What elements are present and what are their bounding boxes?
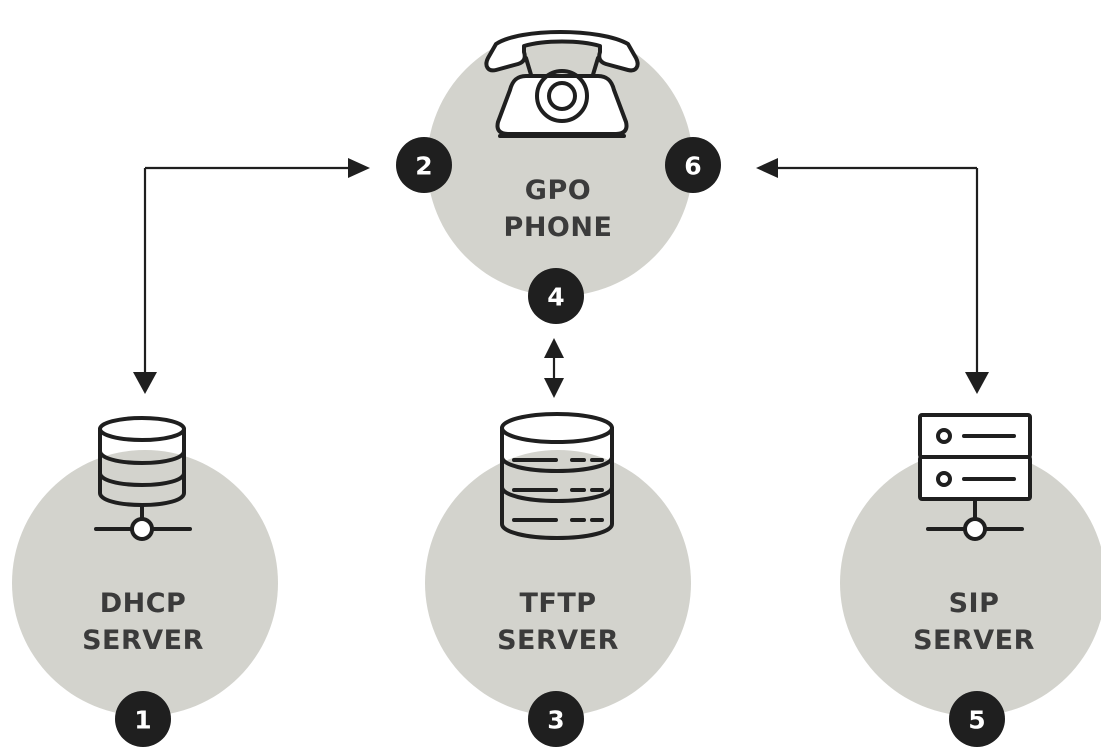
step-number-6: 6 (684, 152, 701, 181)
step-badge-1: 1 (115, 691, 171, 747)
step-number-3: 3 (547, 706, 564, 735)
tftp-label-line2: SERVER (497, 625, 619, 656)
dhcp-node-disc (12, 450, 278, 716)
database-stack-icon (500, 412, 614, 540)
step-badge-4: 4 (528, 268, 584, 324)
step-number-2: 2 (415, 152, 432, 181)
phone-label-line1: GPO (525, 175, 591, 206)
tftp-node-disc (425, 450, 691, 716)
sip-label-line2: SERVER (913, 625, 1035, 656)
connector-phone-sip (756, 158, 989, 394)
connector-phone-dhcp (133, 158, 370, 394)
sip-label-line1: SIP (949, 588, 1000, 619)
step-number-4: 4 (547, 283, 564, 312)
step-badge-5: 5 (949, 691, 1005, 747)
step-badge-2: 2 (396, 137, 452, 193)
network-database-icon (94, 416, 192, 541)
step-number-1: 1 (134, 706, 151, 735)
sip-node-disc (840, 450, 1101, 716)
rotary-telephone-icon (484, 30, 640, 138)
phone-label-line2: PHONE (504, 212, 613, 243)
step-number-5: 5 (968, 706, 985, 735)
dhcp-label-line1: DHCP (100, 588, 187, 619)
dhcp-label-line2: SERVER (82, 625, 204, 656)
step-badge-6: 6 (665, 137, 721, 193)
connector-phone-tftp (544, 338, 564, 398)
tftp-label-line1: TFTP (519, 588, 596, 619)
network-server-icon (918, 413, 1032, 541)
phone-node-disc (427, 30, 693, 296)
step-badge-3: 3 (528, 691, 584, 747)
